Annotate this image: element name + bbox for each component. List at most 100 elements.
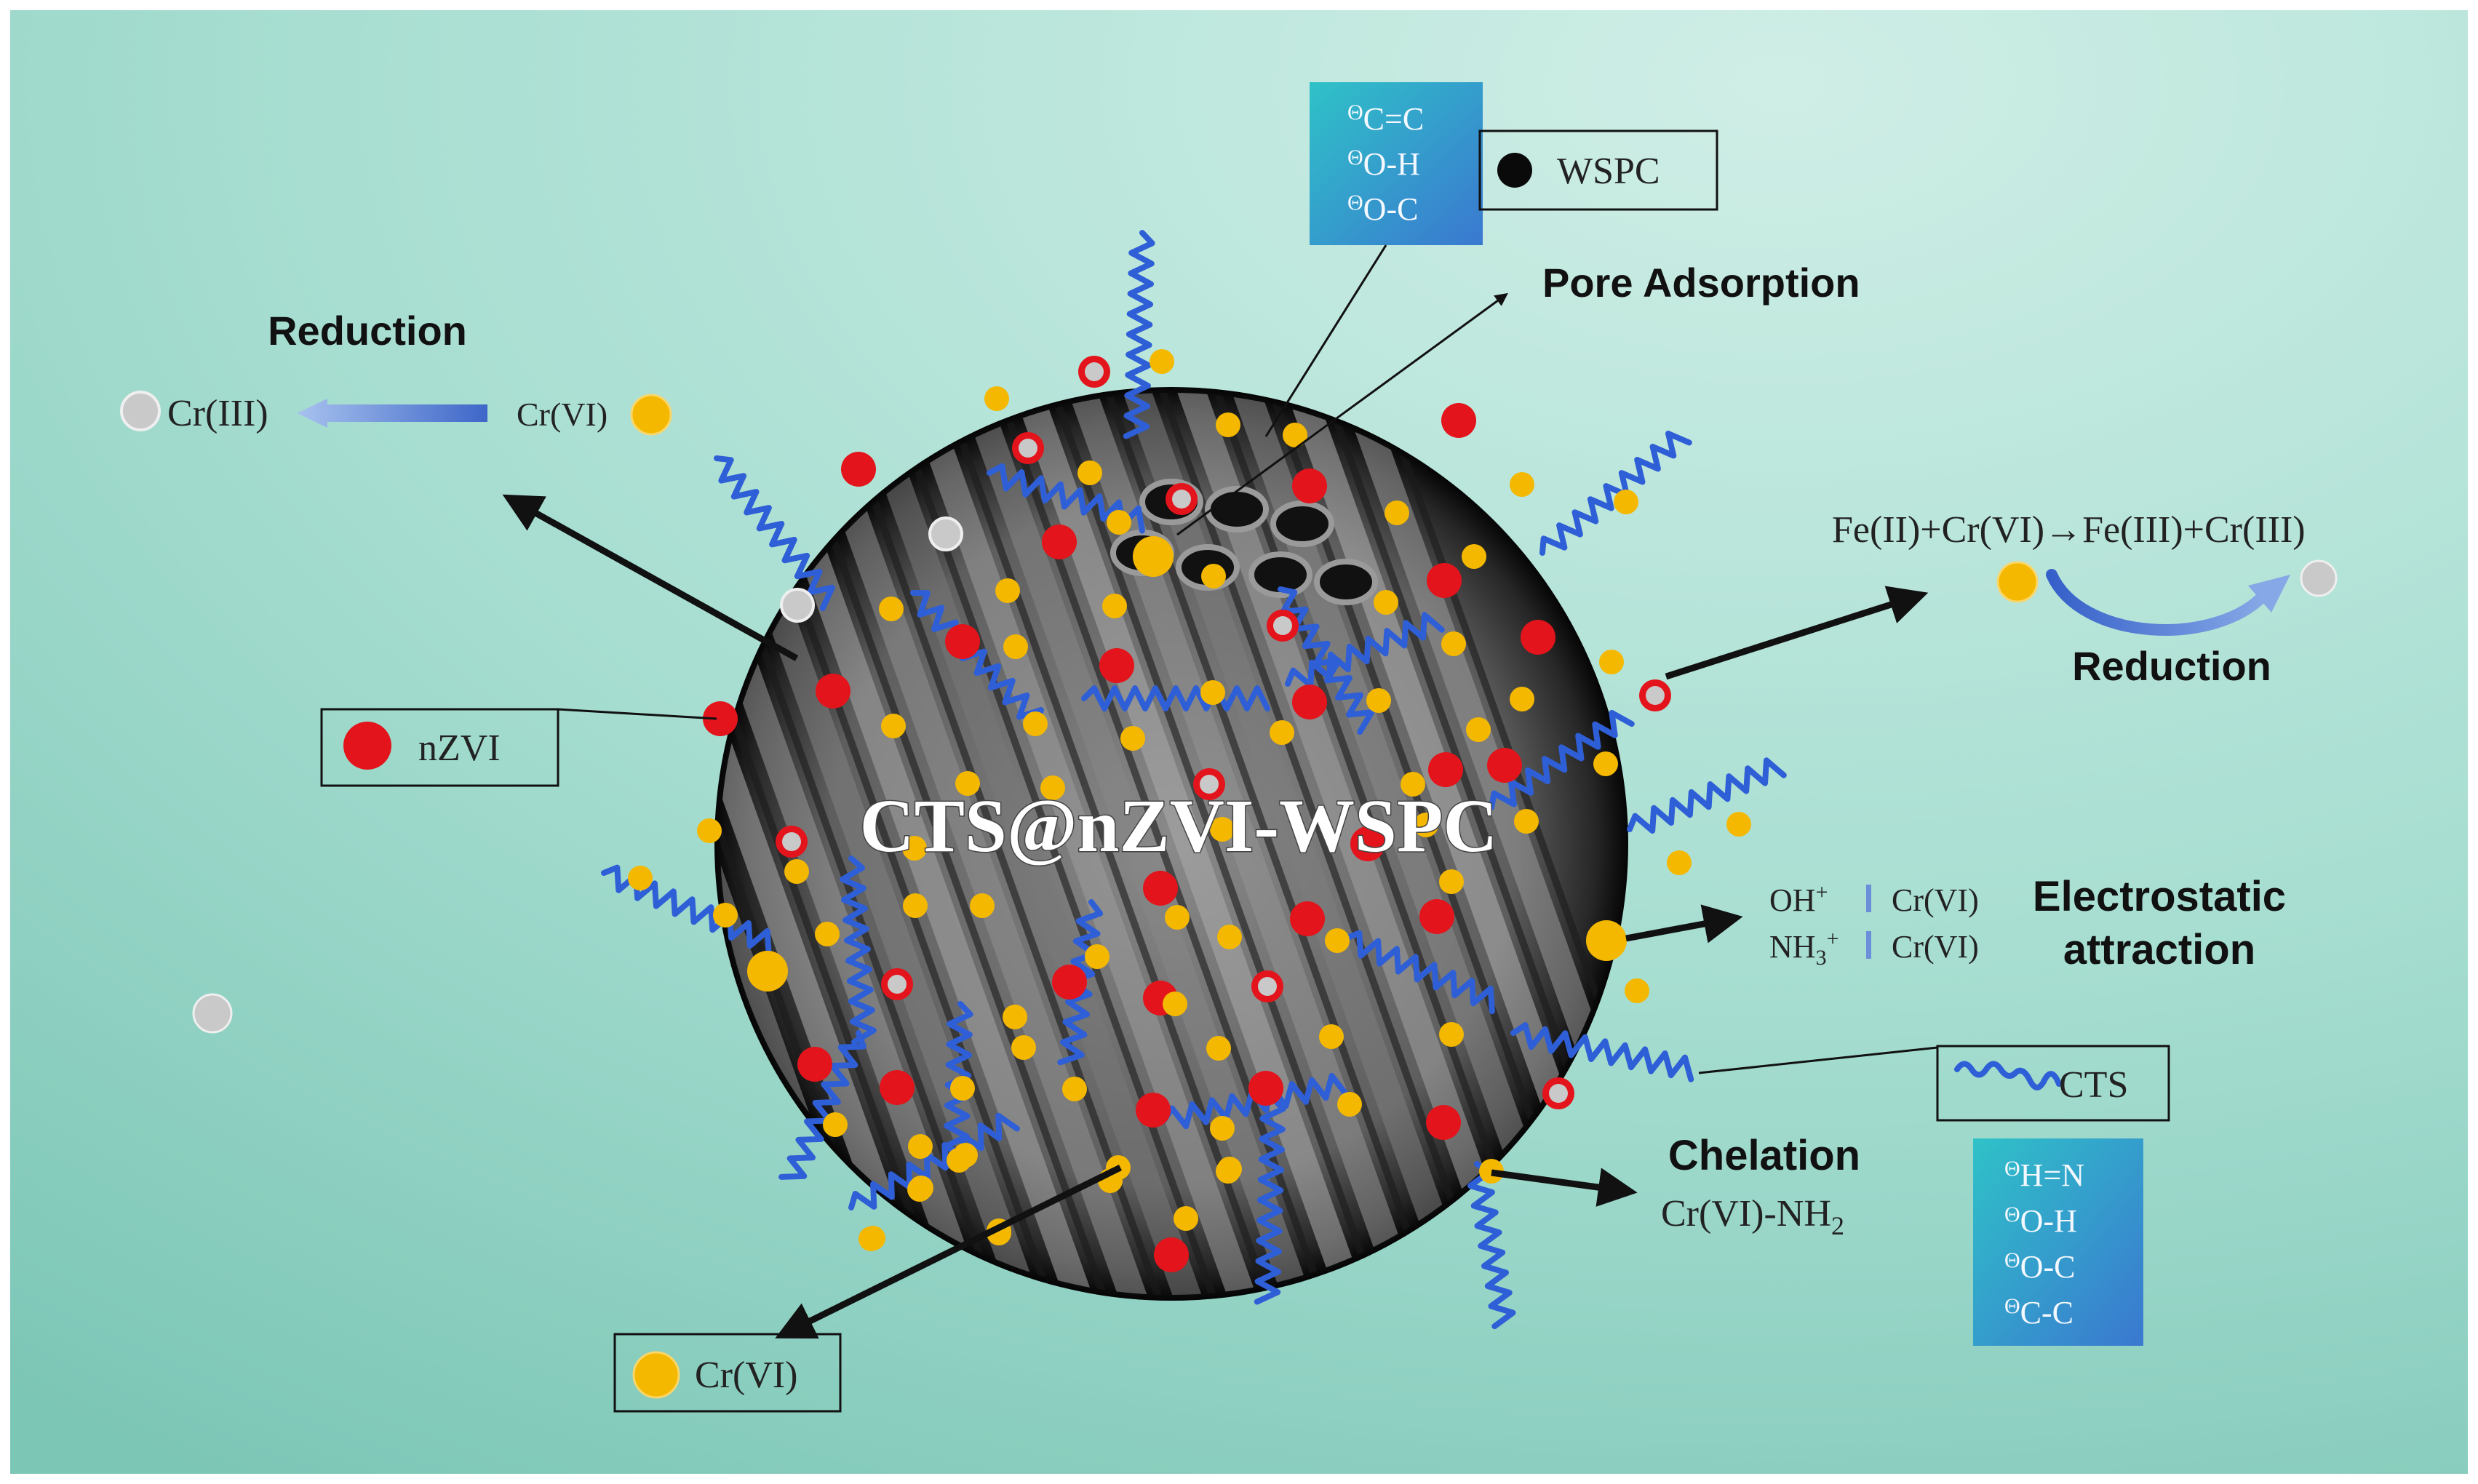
equation-cr3-marker (2300, 559, 2338, 597)
cts-chain (1081, 685, 1270, 711)
cr6-legend-label: Cr(VI) (695, 1355, 798, 1396)
cr6-particle (907, 1177, 932, 1202)
cr6-particle (1462, 544, 1486, 569)
cr6-particle (697, 818, 722, 843)
fiber-gap (1357, 393, 1622, 1295)
cts-chain (1510, 1022, 1694, 1082)
cr6-particle (953, 1143, 978, 1168)
wspc-group-1: ΘO-H (1347, 145, 1420, 182)
cr6-particle (1011, 1035, 1036, 1060)
cr3-core (1273, 616, 1292, 635)
cr6-particle (1510, 687, 1534, 711)
cr6-particle (823, 1112, 848, 1137)
cts-chain (1343, 930, 1495, 1015)
cr6-particle (879, 597, 904, 621)
nzvi-particle (1052, 965, 1087, 1000)
pore-adsorption-arrow (1176, 292, 1508, 536)
wspc-legend: WSPC (1478, 129, 1718, 211)
cts-chain (840, 855, 877, 1045)
cr6-particle (1174, 1206, 1198, 1231)
equation-arrow (1665, 586, 1929, 680)
cts-chain (1285, 612, 1445, 688)
fiber (831, 393, 1221, 1295)
chelation-group: Chelation Cr(VI)-NH2 (1661, 1132, 1860, 1240)
reduction-left-label: Reduction (268, 308, 467, 354)
nzvi-leader-line (557, 708, 717, 720)
nzvi-particle (1136, 1093, 1171, 1128)
cr6-particle-large (1133, 536, 1174, 577)
pore-adsorption-label: Pore Adsorption (1542, 260, 1860, 306)
diagram-title: CTS@nZVI-WSPC (860, 784, 1498, 868)
cr6-particle (1599, 650, 1624, 674)
cr6-particle (1510, 472, 1534, 497)
particles (628, 349, 1751, 1272)
nzvi-particle (816, 674, 850, 709)
cr6-legend-marker (632, 1351, 680, 1399)
cr6-particle (628, 866, 653, 890)
cr3-core (1258, 977, 1277, 996)
reduction-left-group: Reduction Cr(III) Cr(VI) (120, 308, 672, 436)
cr6-particle (1625, 978, 1649, 1003)
cr6-legend-arrow (775, 1164, 1122, 1339)
nzvi-particle (1426, 1105, 1461, 1140)
cr6-particle (1062, 1077, 1087, 1101)
cr6-particle (861, 1226, 885, 1250)
nzvi-particle (797, 1047, 832, 1082)
cr6-particle (902, 836, 927, 861)
cr6-particle (1385, 500, 1409, 525)
cr6-particle-large (1586, 920, 1627, 961)
cr6-particle (1217, 925, 1242, 949)
cr6-particle (1283, 423, 1307, 447)
electrostatic-ion-1: NH3+ (1769, 927, 1838, 970)
electrostatic-label-1: Electrostatic (2033, 873, 2286, 920)
cr6-particle (995, 578, 1020, 603)
cts-group-3: ΘC-C (2004, 1294, 2073, 1331)
cr6-particle (1270, 720, 1294, 745)
wspc-leader-line (1264, 244, 1387, 437)
reduction-right-label: Reduction (2072, 643, 2271, 689)
cts-marker (1954, 1061, 2062, 1090)
wspc-group-2: ΘO-C (1347, 191, 1418, 227)
nzvi-particle (1143, 871, 1178, 906)
cts-chain (987, 463, 1145, 534)
cr6-left-label: Cr(VI) (517, 396, 607, 433)
chelation-label: Chelation (1668, 1132, 1860, 1179)
nzvi-legend: nZVI (320, 708, 559, 787)
cts-legend-label: CTS (2059, 1064, 2128, 1106)
cr3-core (1200, 775, 1219, 794)
cr6-particle (984, 386, 1009, 411)
electrostatic-label-2: attraction (2063, 926, 2255, 973)
cr6-particle (1216, 412, 1240, 437)
cts-group-1: ΘO-H (2004, 1202, 2077, 1239)
wspc-legend-label: WSPC (1557, 151, 1660, 192)
cr6-particle (1040, 775, 1065, 800)
nzvi-particle (1419, 899, 1454, 934)
pore (1314, 559, 1378, 605)
electrostatic-target-1: Cr(VI) (1892, 929, 1979, 965)
chelation-arrow (1491, 1168, 1638, 1207)
cr6-particle (1163, 992, 1187, 1016)
nzvi-particle (841, 452, 876, 487)
cts-group-2: ΘO-C (2004, 1248, 2075, 1285)
nzvi-particle (1521, 620, 1555, 655)
cts-chain (910, 590, 1044, 735)
chelation-product: Cr(VI)-NH2 (1661, 1193, 1844, 1240)
nzvi-particle (1042, 524, 1077, 559)
cr6-particle (1201, 564, 1226, 589)
pore (1248, 551, 1312, 598)
pore (1270, 500, 1334, 547)
cr6-particle (955, 771, 980, 796)
cr6-particle (1439, 869, 1464, 894)
wspc-marker (1497, 153, 1532, 188)
cr6-particle (1466, 717, 1491, 742)
electrostatic-arrow (1625, 904, 1743, 944)
nzvi-particle (880, 1070, 915, 1105)
cr6-particle (1374, 590, 1398, 615)
cts-group-0: ΘH=N (2004, 1157, 2084, 1193)
cr6-particle (1102, 594, 1127, 618)
cr6-particle (1120, 726, 1145, 751)
nzvi-particle (1292, 685, 1327, 719)
equation-cr6-marker (1996, 561, 2039, 603)
cr6-particle (950, 1076, 975, 1101)
